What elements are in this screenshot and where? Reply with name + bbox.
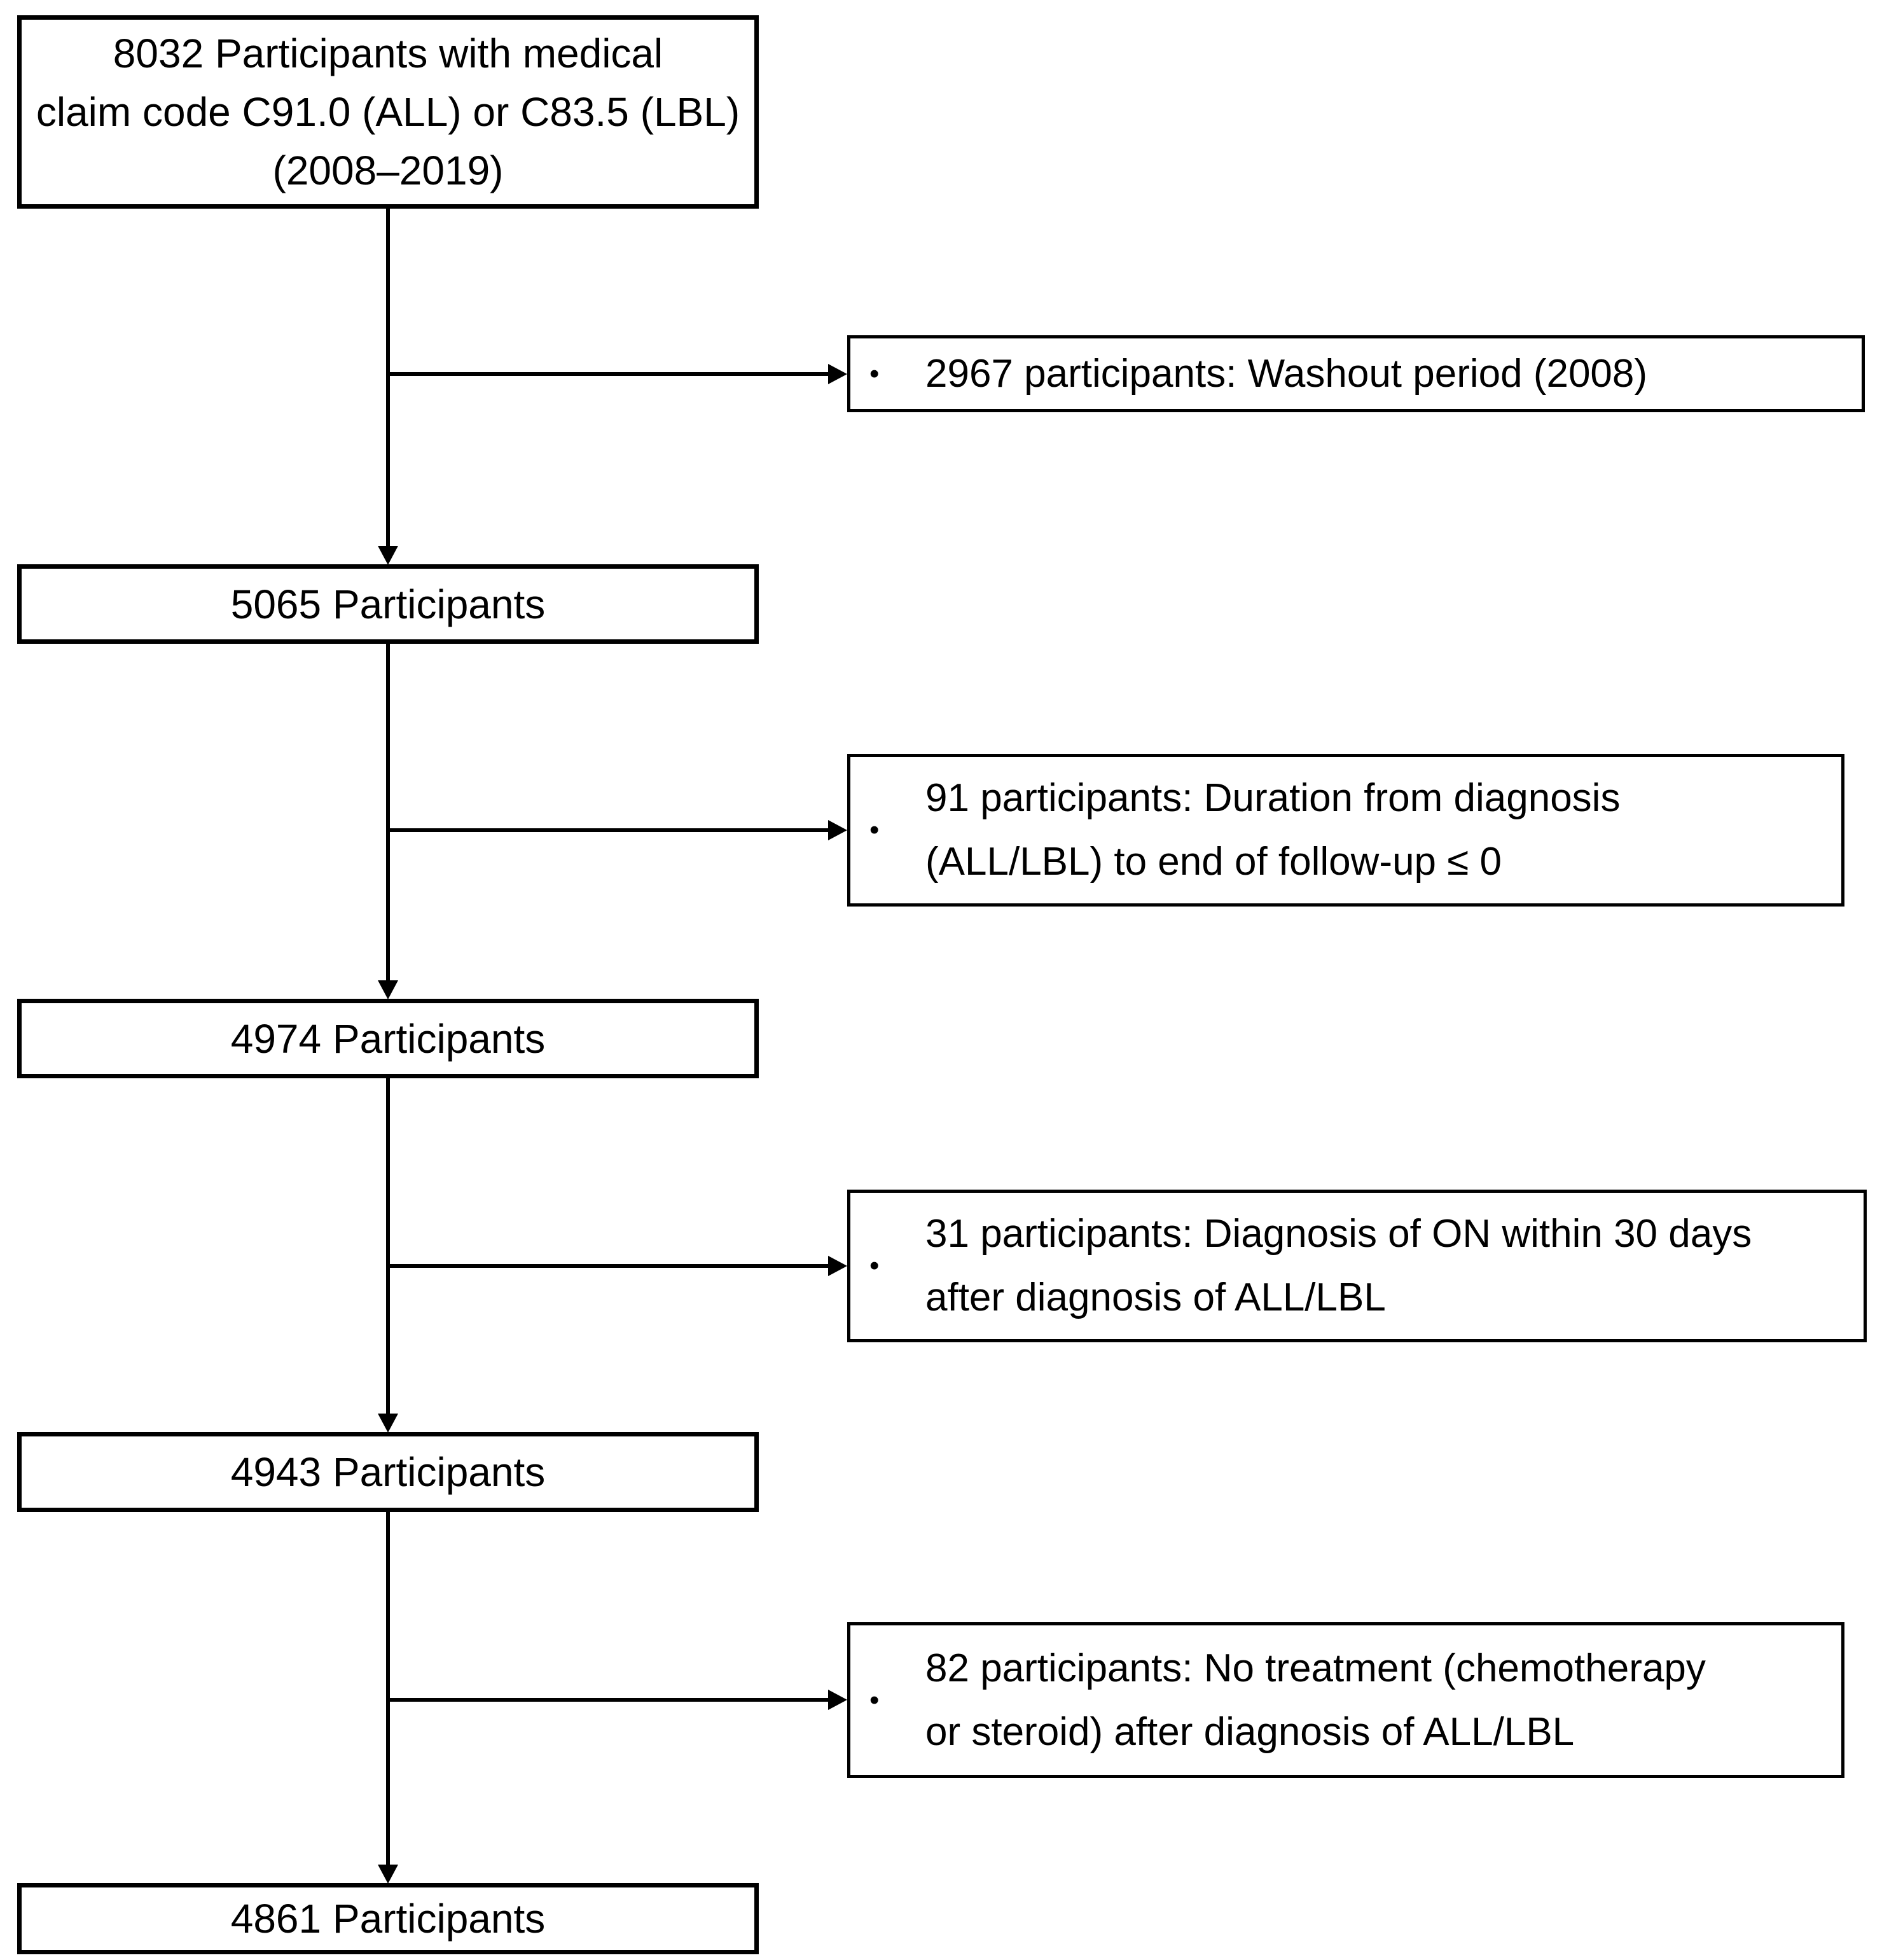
node-text-line: 4943 Participants <box>230 1449 546 1495</box>
arrow-down-3-head-icon <box>378 1414 398 1433</box>
arrow-down-4-head-icon <box>378 1865 398 1884</box>
node-initial-cohort: 8032 Participants with medical claim cod… <box>17 15 759 209</box>
exclusion-on-within-30-days: • 31 participants: Diagnosis of ON withi… <box>847 1190 1867 1342</box>
node-after-on-filter: 4943 Participants <box>17 1432 759 1512</box>
node-final-cohort: 4861 Participants <box>17 1883 759 1954</box>
node-text-line: 4974 Participants <box>230 1015 546 1062</box>
arrow-branch-1-head-icon <box>828 364 847 384</box>
bullet-icon: • <box>869 814 880 845</box>
exclusion-text-line: after diagnosis of ALL/LBL <box>925 1275 1386 1319</box>
arrow-down-3-line <box>386 1078 390 1415</box>
exclusion-text-line: or steroid) after diagnosis of ALL/LBL <box>925 1709 1575 1754</box>
arrow-down-1-line <box>386 209 390 547</box>
arrow-branch-4-line <box>386 1698 829 1702</box>
exclusion-washout: • 2967 participants: Washout period (200… <box>847 335 1865 412</box>
node-text-line: (2008–2019) <box>272 148 504 193</box>
exclusion-text-line: 82 participants: No treatment (chemother… <box>925 1646 1706 1690</box>
arrow-branch-1-line <box>386 372 829 376</box>
exclusion-text-line: 31 participants: Diagnosis of ON within … <box>925 1212 1752 1256</box>
exclusion-followup-duration: • 91 participants: Duration from diagnos… <box>847 754 1844 907</box>
bullet-icon: • <box>869 1684 880 1716</box>
node-text-line: claim code C91.0 (ALL) or C83.5 (LBL) <box>36 89 740 135</box>
node-text-line: 5065 Participants <box>230 581 546 627</box>
arrow-branch-3-head-icon <box>828 1256 847 1276</box>
exclusion-text-line: 2967 participants: Washout period (2008) <box>925 351 1648 396</box>
node-text-line: 8032 Participants with medical <box>113 31 663 76</box>
arrow-down-2-head-icon <box>378 980 398 999</box>
arrow-branch-3-line <box>386 1264 829 1268</box>
node-text-line: 4861 Participants <box>230 1896 546 1942</box>
exclusion-text-line: 91 participants: Duration from diagnosis <box>925 776 1621 820</box>
arrow-down-2-line <box>386 644 390 982</box>
arrow-branch-4-head-icon <box>828 1690 847 1710</box>
node-after-followup-filter: 4974 Participants <box>17 999 759 1078</box>
bullet-icon: • <box>869 1250 880 1281</box>
exclusion-no-treatment: • 82 participants: No treatment (chemoth… <box>847 1622 1844 1778</box>
arrow-branch-2-line <box>386 828 829 832</box>
arrow-branch-2-head-icon <box>828 820 847 840</box>
arrow-down-4-line <box>386 1512 390 1866</box>
node-after-washout: 5065 Participants <box>17 564 759 644</box>
bullet-icon: • <box>869 358 880 389</box>
arrow-down-1-head-icon <box>378 546 398 565</box>
exclusion-text-line: (ALL/LBL) to end of follow-up ≤ 0 <box>925 840 1502 884</box>
